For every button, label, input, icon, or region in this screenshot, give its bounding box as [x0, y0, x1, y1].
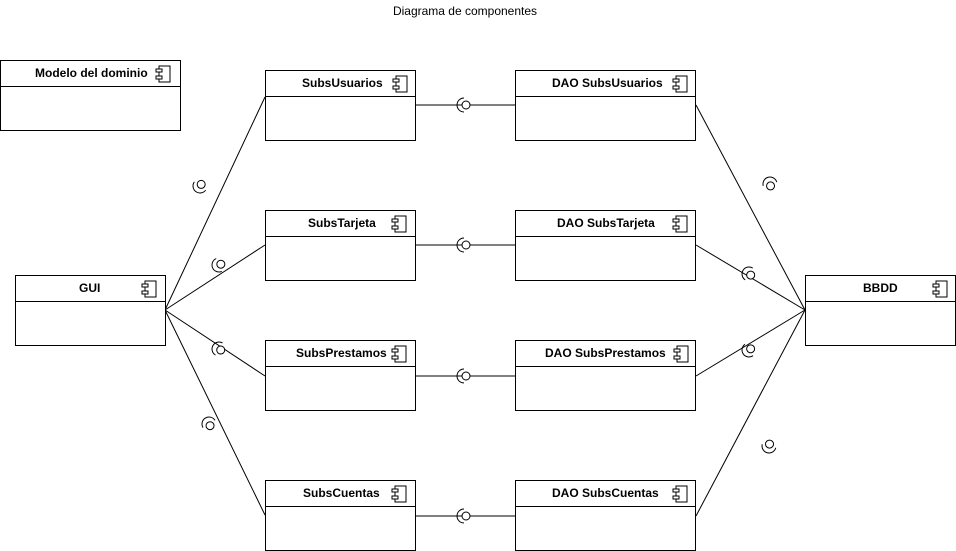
- component-icon: [391, 215, 407, 233]
- component-label: DAO SubsCuentas: [552, 486, 659, 500]
- component-icon: [672, 215, 688, 233]
- component-icon: [932, 280, 948, 298]
- component-header: DAO SubsPrestamos: [516, 341, 695, 367]
- component-label: GUI: [79, 281, 101, 295]
- ball-icon: [746, 344, 756, 354]
- socket-icon: [762, 176, 778, 187]
- connector-dao-usuarios-bbdd: [695, 104, 806, 311]
- component-icon: [673, 345, 689, 363]
- component-label: SubsTarjeta: [308, 216, 376, 230]
- component-icon: [392, 75, 408, 93]
- component-subs-prestamos[interactable]: SubsPrestamos: [265, 340, 416, 411]
- component-subs-tarjeta[interactable]: SubsTarjeta: [265, 210, 416, 281]
- component-label: BBDD: [863, 281, 898, 295]
- component-header: SubsTarjeta: [266, 211, 415, 237]
- component-subs-usuarios[interactable]: SubsUsuarios: [265, 70, 416, 141]
- component-subs-cuentas[interactable]: SubsCuentas: [265, 480, 416, 551]
- socket-icon: [456, 508, 465, 524]
- connector-gui-prestamos: [164, 309, 266, 377]
- connector-prestamos-dao: [416, 368, 515, 384]
- component-modelo-del-dominio[interactable]: Modelo del dominio: [0, 60, 181, 131]
- socket-icon: [456, 97, 465, 113]
- ball-icon: [196, 179, 206, 189]
- component-icon: [141, 280, 157, 298]
- socket-icon: [211, 341, 223, 356]
- component-label: SubsCuentas: [303, 486, 380, 500]
- component-dao-subs-prestamos[interactable]: DAO SubsPrestamos: [515, 340, 696, 411]
- socket-icon: [761, 444, 777, 454]
- connector-tarjeta-dao: [416, 237, 515, 253]
- ball-icon: [461, 511, 471, 521]
- component-label: DAO SubsTarjeta: [557, 216, 655, 230]
- connector-dao-tarjeta-bbdd: [695, 244, 806, 311]
- connector-dao-prestamos-bbdd: [695, 309, 806, 377]
- connector-dao-cuentas-bbdd: [695, 309, 806, 517]
- connector-gui-cuentas: [164, 309, 266, 516]
- socket-icon: [741, 343, 754, 358]
- ball-icon: [216, 345, 226, 355]
- component-label: DAO SubsPrestamos: [545, 346, 666, 360]
- component-dao-subs-cuentas[interactable]: DAO SubsCuentas: [515, 480, 696, 551]
- component-icon: [155, 65, 171, 83]
- component-icon: [391, 345, 407, 363]
- socket-icon: [456, 368, 465, 384]
- ball-icon: [746, 270, 756, 280]
- component-label: DAO SubsUsuarios: [552, 76, 663, 90]
- component-dao-subs-usuarios[interactable]: DAO SubsUsuarios: [515, 70, 696, 141]
- ball-icon: [461, 371, 471, 381]
- diagram-title: Diagrama de componentes: [392, 4, 538, 18]
- component-header: SubsPrestamos: [266, 341, 415, 367]
- ball-icon: [205, 421, 215, 431]
- connector-gui-tarjeta: [164, 244, 266, 311]
- ball-icon: [461, 100, 471, 110]
- component-header: BBDD: [806, 276, 955, 302]
- component-header: DAO SubsCuentas: [516, 481, 695, 507]
- connector-usuarios-dao: [416, 97, 515, 113]
- component-gui[interactable]: GUI: [15, 275, 166, 346]
- ball-icon: [765, 439, 775, 449]
- ball-icon: [766, 181, 776, 191]
- socket-icon: [456, 237, 465, 253]
- component-icon: [391, 485, 407, 503]
- component-dao-subs-tarjeta[interactable]: DAO SubsTarjeta: [515, 210, 696, 281]
- socket-icon: [201, 416, 216, 428]
- socket-icon: [741, 266, 754, 281]
- component-header: DAO SubsUsuarios: [516, 71, 695, 97]
- component-label: Modelo del dominio: [35, 66, 148, 80]
- component-header: Modelo del dominio: [1, 61, 180, 87]
- socket-icon: [211, 258, 222, 273]
- ball-icon: [216, 259, 226, 269]
- component-label: SubsUsuarios: [302, 76, 383, 90]
- component-header: SubsUsuarios: [266, 71, 415, 97]
- connector-cuentas-dao: [416, 508, 515, 524]
- component-label: SubsPrestamos: [296, 346, 387, 360]
- connector-gui-usuarios: [164, 96, 266, 311]
- component-bbdd[interactable]: BBDD: [805, 275, 956, 346]
- component-header: SubsCuentas: [266, 481, 415, 507]
- socket-icon: [192, 181, 207, 194]
- ball-icon: [461, 240, 471, 250]
- component-icon: [672, 75, 688, 93]
- component-icon: [672, 485, 688, 503]
- component-header: DAO SubsTarjeta: [516, 211, 695, 237]
- component-header: GUI: [16, 276, 165, 302]
